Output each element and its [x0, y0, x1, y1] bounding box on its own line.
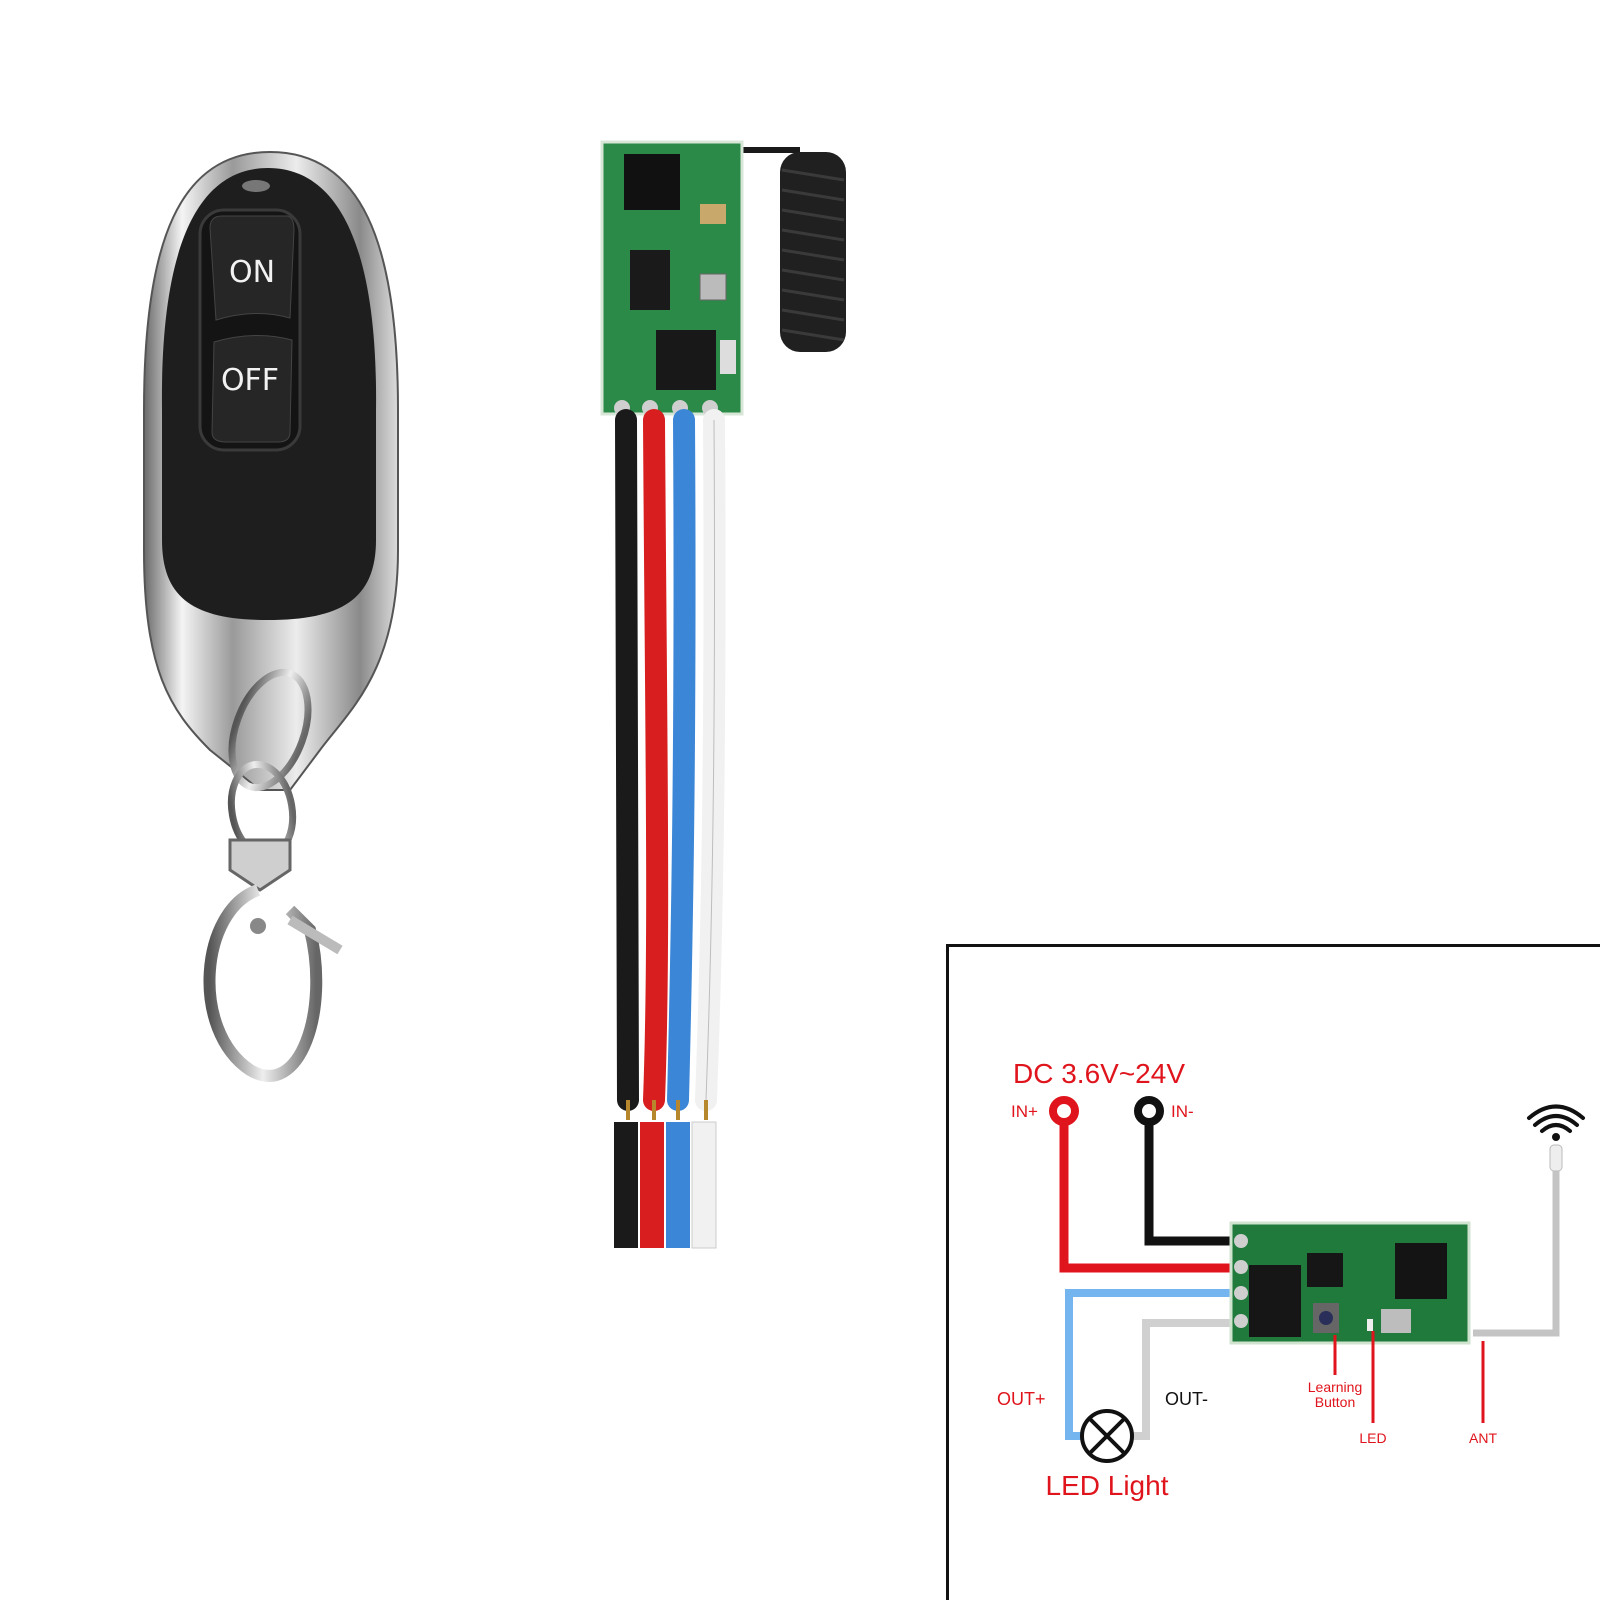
wiring-diagram: DC 3.6V~24V IN+ IN-	[946, 944, 1600, 1600]
learning-button-label-line1: Learning	[1308, 1379, 1363, 1395]
in-minus-label: IN-	[1171, 1102, 1194, 1121]
lobster-clasp-icon	[203, 838, 343, 1082]
off-button[interactable]: OFF	[211, 334, 293, 443]
led-light-bulb-icon	[1080, 1409, 1134, 1463]
remote-key-fob: ON OFF	[140, 150, 400, 1100]
receiver-pcb-image	[1229, 1221, 1471, 1345]
learning-button-icon[interactable]	[699, 273, 727, 301]
load-label: LED Light	[1046, 1470, 1169, 1501]
wire-sleeves	[614, 1121, 717, 1249]
out-plus-label: OUT+	[997, 1389, 1046, 1409]
in-plus-label: IN+	[1011, 1102, 1038, 1121]
supply-voltage-label: DC 3.6V~24V	[1013, 1058, 1185, 1089]
receiver-module	[600, 140, 860, 1260]
indicator-led-icon	[242, 180, 270, 192]
in-plus-terminal	[1049, 1096, 1079, 1126]
on-button-label: ON	[229, 255, 275, 290]
coiled-antenna-icon	[740, 147, 846, 352]
wire-bundle	[615, 409, 726, 1111]
off-button-label: OFF	[221, 363, 279, 398]
on-button[interactable]: ON	[209, 215, 295, 321]
led-label: LED	[1359, 1430, 1386, 1446]
ant-label: ANT	[1469, 1430, 1497, 1446]
wireless-signal-icon	[1527, 1104, 1585, 1141]
in-minus-terminal	[1134, 1096, 1164, 1126]
learning-button-label-line2: Button	[1315, 1394, 1355, 1410]
out-minus-label: OUT-	[1165, 1389, 1208, 1409]
